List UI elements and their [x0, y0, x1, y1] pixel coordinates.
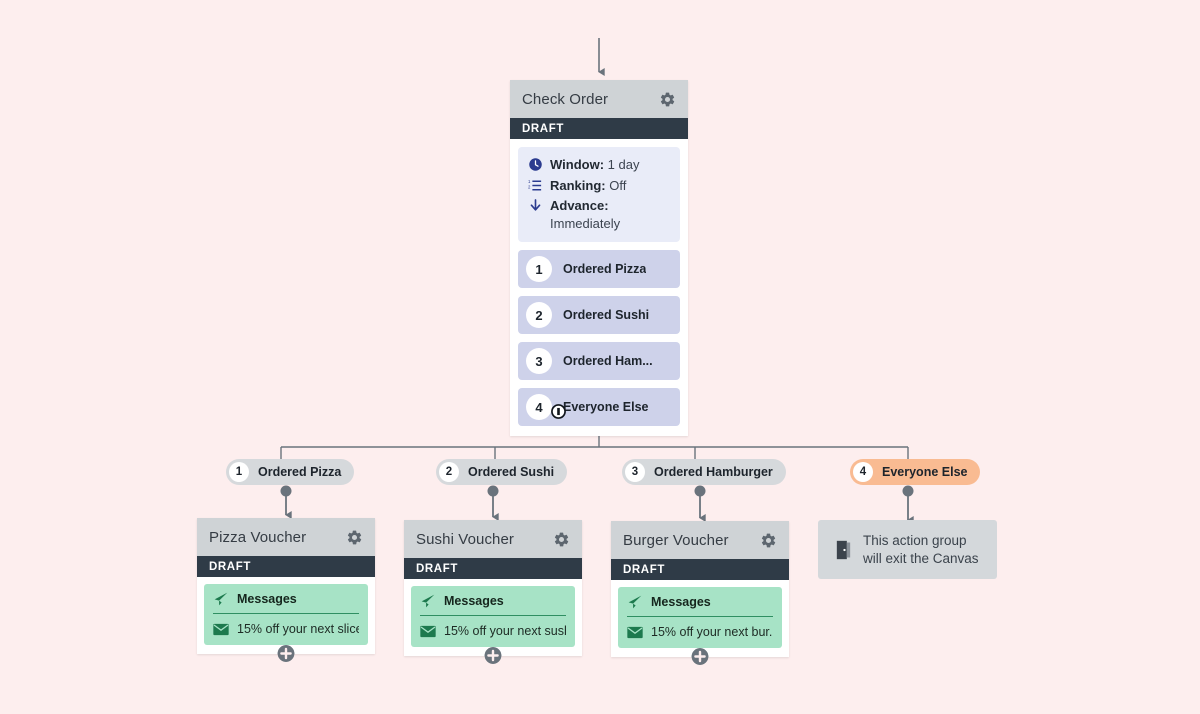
node-body: Messages 15% off your next slice	[197, 577, 375, 654]
node-title: Burger Voucher	[623, 531, 729, 549]
status-badge-label: DRAFT	[623, 563, 665, 576]
message-item[interactable]: 15% off your next sushi	[420, 616, 566, 638]
meta-value-advance: Immediately	[550, 215, 621, 231]
meta-value-window: 1 day	[607, 157, 640, 172]
branch-row-4[interactable]: 4 Everyone Else	[518, 388, 680, 427]
branch-pill-ordered-hamburger[interactable]: 3 Ordered Hamburger	[622, 459, 786, 485]
message-text: 15% off your next bur...	[651, 625, 773, 639]
status-badge: DRAFT	[611, 559, 789, 580]
meta-row-window: Window: 1 day	[528, 156, 670, 174]
status-badge: DRAFT	[404, 558, 582, 579]
pill-number: 3	[625, 462, 645, 482]
branch-number: 3	[526, 348, 552, 375]
branch-pill-ordered-pizza[interactable]: 1 Ordered Pizza	[226, 459, 355, 485]
node-header: Burger Voucher	[611, 521, 789, 559]
node-title: Pizza Voucher	[209, 528, 307, 546]
status-badge-label: DRAFT	[209, 560, 251, 573]
cursor-pointer-icon	[551, 404, 566, 419]
node-title: Sushi Voucher	[416, 530, 515, 548]
page-title: Check Order	[522, 90, 609, 108]
ranking-list-icon: 1 2	[528, 179, 542, 191]
pill-number: 2	[439, 462, 459, 482]
plus-circle-icon[interactable]	[277, 645, 295, 662]
node-header: Check Order	[510, 80, 688, 118]
pill-number: 4	[853, 462, 873, 482]
exit-canvas-note: This action group will exit the Canvas	[818, 520, 997, 579]
message-item[interactable]: 15% off your next bur...	[627, 617, 773, 639]
messages-group-label: Messages	[651, 595, 711, 609]
node-sushi-voucher[interactable]: Sushi Voucher DRAFT Messages	[404, 520, 582, 664]
node-body: Window: 1 day 1 2 Ranking: Off	[510, 139, 688, 436]
branch-row-1[interactable]: 1 Ordered Pizza	[518, 250, 680, 289]
plus-circle-icon[interactable]	[691, 648, 709, 665]
branch-row-3[interactable]: 3 Ordered Ham...	[518, 342, 680, 381]
node-body: Messages 15% off your next bur...	[611, 580, 789, 657]
branch-pill-ordered-sushi[interactable]: 2 Ordered Sushi	[436, 459, 568, 485]
svg-text:2: 2	[528, 184, 531, 189]
messages-group-header: Messages	[420, 594, 566, 616]
node-header: Pizza Voucher	[197, 518, 375, 556]
node-pizza-voucher[interactable]: Pizza Voucher DRAFT Messages	[197, 518, 375, 662]
paper-plane-icon	[628, 595, 642, 609]
branch-label: Ordered Ham...	[563, 354, 653, 369]
svg-text:1: 1	[528, 179, 531, 184]
pill-label: Ordered Sushi	[468, 465, 555, 479]
branch-row-2[interactable]: 2 Ordered Sushi	[518, 296, 680, 335]
exit-canvas-text: This action group will exit the Canvas	[863, 532, 979, 566]
node-burger-voucher[interactable]: Burger Voucher DRAFT Messages	[611, 521, 789, 665]
meta-text-ranking: Ranking: Off	[550, 177, 670, 195]
branch-label: Ordered Sushi	[563, 308, 650, 323]
gear-icon[interactable]	[760, 532, 777, 549]
node-header: Sushi Voucher	[404, 520, 582, 558]
meta-label-window: Window:	[550, 157, 605, 172]
node-body: Messages 15% off your next sushi	[404, 579, 582, 656]
plus-circle-icon[interactable]	[484, 647, 502, 664]
messages-group-header: Messages	[627, 595, 773, 617]
pill-label: Ordered Pizza	[258, 465, 342, 479]
status-badge: DRAFT	[197, 556, 375, 577]
status-badge: DRAFT	[510, 118, 688, 139]
paper-plane-icon	[214, 592, 228, 606]
message-text: 15% off your next slice	[237, 622, 359, 636]
pill-label: Ordered Hamburger	[654, 465, 773, 479]
messages-group-label: Messages	[237, 592, 297, 606]
envelope-icon	[627, 626, 643, 638]
messages-group[interactable]: Messages 15% off your next sushi	[411, 586, 575, 647]
paper-plane-icon	[421, 594, 435, 608]
pill-label: Everyone Else	[882, 465, 968, 479]
exit-door-icon	[836, 540, 851, 559]
branch-number: 1	[526, 256, 552, 283]
meta-value-ranking: Off	[609, 177, 627, 193]
pill-number: 1	[229, 462, 249, 482]
clock-icon	[529, 158, 542, 171]
messages-group-header: Messages	[213, 592, 359, 614]
envelope-icon	[420, 625, 436, 637]
node-check-order[interactable]: Check Order DRAFT Window: 1 day 1	[510, 80, 688, 437]
branch-number: 2	[526, 302, 552, 329]
status-badge-label: DRAFT	[416, 562, 458, 575]
status-badge-label: DRAFT	[522, 122, 564, 135]
gear-icon[interactable]	[659, 91, 676, 108]
meta-row-advance: Advance:Immediately	[528, 197, 670, 232]
message-item[interactable]: 15% off your next slice	[213, 614, 359, 636]
meta-text-advance: Advance:Immediately	[550, 197, 670, 232]
message-text: 15% off your next sushi	[444, 624, 566, 638]
down-arrow-icon	[530, 199, 541, 211]
meta-label-advance: Advance:	[550, 198, 609, 214]
gear-icon[interactable]	[553, 531, 570, 548]
messages-group[interactable]: Messages 15% off your next slice	[204, 584, 368, 645]
branch-label: Everyone Else	[563, 400, 649, 415]
settings-summary: Window: 1 day 1 2 Ranking: Off	[518, 147, 680, 243]
messages-group[interactable]: Messages 15% off your next bur...	[618, 587, 782, 648]
gear-icon[interactable]	[346, 529, 363, 546]
meta-row-ranking: 1 2 Ranking: Off	[528, 177, 670, 195]
envelope-icon	[213, 623, 229, 635]
messages-group-label: Messages	[444, 594, 504, 608]
branch-number: 4	[526, 394, 552, 421]
branch-label: Ordered Pizza	[563, 262, 647, 277]
branch-pill-everyone-else[interactable]: 4 Everyone Else	[850, 459, 981, 485]
meta-label-ranking: Ranking:	[550, 177, 606, 193]
meta-text-window: Window: 1 day	[550, 156, 670, 174]
